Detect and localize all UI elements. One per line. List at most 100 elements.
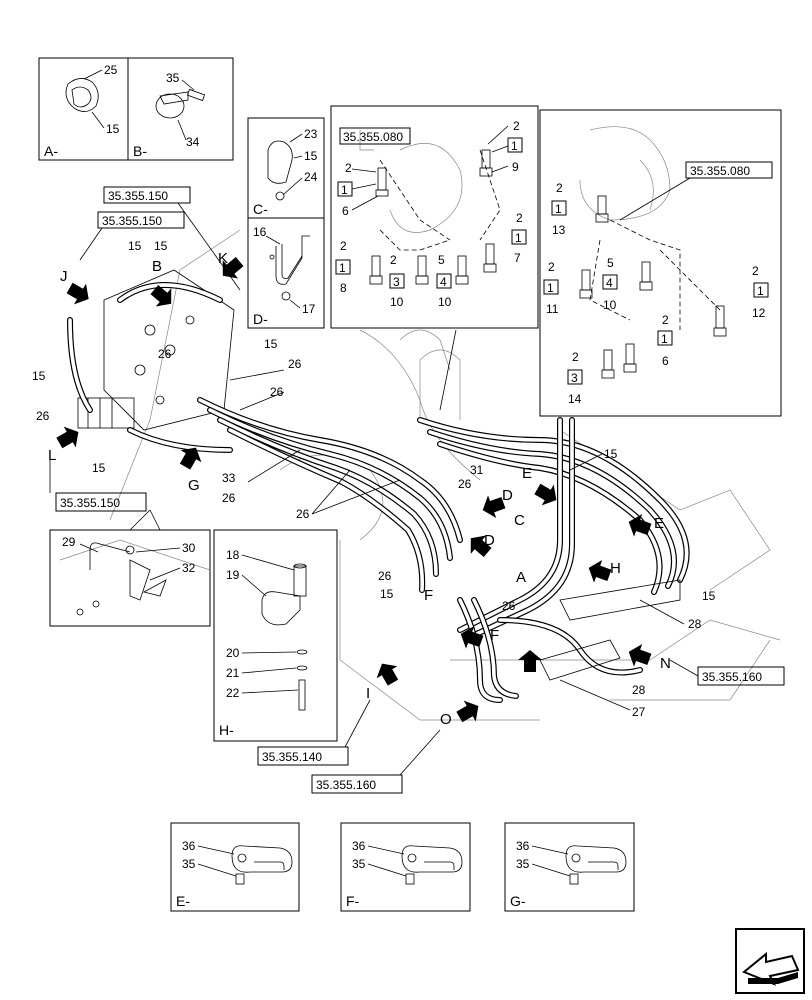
svg-text:14: 14 [568,392,582,406]
arrow-icon [56,426,79,449]
detail-d-label: D- [253,311,268,327]
detail-bracket: 29 30 32 [49,509,211,627]
detail-b-label: B- [133,143,147,159]
arrow-icon [376,663,399,686]
bolt-icon [186,88,206,102]
fitting-6 [375,167,389,197]
detail-h-label: H- [219,722,234,738]
svg-text:26: 26 [158,347,172,361]
svg-text:D: D [484,532,495,549]
arrow-icon [460,626,484,649]
svg-text:L: L [48,447,56,464]
svg-text:I: I [366,685,370,702]
svg-text:F: F [424,587,433,604]
detail-d: 16 17 D- [247,217,325,329]
part-35: 35 [166,71,180,85]
svg-text:36: 36 [182,839,196,853]
svg-text:15: 15 [92,461,106,475]
svg-text:15: 15 [264,337,278,351]
plate-28a [559,579,681,621]
arrow-icon [222,256,244,279]
svg-text:35: 35 [182,857,196,871]
connector-detail-1: 35.355.080 2 1 6 2 1 9 2 1 8 [330,105,539,329]
reference-35-355-150-b: 35.355.150 [102,214,162,228]
svg-text:H: H [610,560,621,577]
svg-text:18: 18 [226,548,240,562]
detail-a: 25 15 A- [38,57,129,161]
svg-text:3: 3 [571,371,578,385]
detail-f: 36 35 F- [340,822,471,912]
svg-text:1: 1 [341,183,348,197]
svg-text:4: 4 [440,275,447,289]
detail-a-label: A- [44,143,58,159]
svg-text:31: 31 [470,463,484,477]
svg-text:A: A [516,569,526,586]
svg-text:7: 7 [514,251,521,265]
svg-text:2: 2 [752,264,759,278]
svg-text:1: 1 [515,231,522,245]
fitting-10b [455,255,469,285]
svg-text:2: 2 [516,211,523,225]
svg-text:K: K [218,250,228,267]
svg-text:15: 15 [154,239,168,253]
detail-g-frame [504,822,635,912]
svg-text:29: 29 [62,535,76,549]
svg-text:27: 27 [632,705,646,719]
bracket-shape [275,235,310,285]
manifold [77,397,135,429]
svg-text:15: 15 [702,589,716,603]
navigation-arrow-icon[interactable] [735,928,805,994]
part-16: 16 [253,225,267,239]
arrow-icon [66,282,89,305]
svg-text:26: 26 [288,357,302,371]
arrow-icon [456,700,479,723]
fitting-7 [483,243,497,273]
part-15-c: 15 [304,149,318,163]
svg-text:E: E [654,515,664,532]
arrow-icon [482,495,506,518]
part-25: 25 [104,63,118,77]
svg-text:13: 13 [552,223,566,237]
fitting-9 [479,149,493,177]
svg-text:2: 2 [572,350,579,364]
svg-text:A: A [526,651,536,668]
svg-text:12: 12 [752,306,766,320]
fitting-11 [579,269,593,299]
svg-text:11: 11 [546,302,559,316]
fitting-10a [415,255,429,285]
svg-text:2: 2 [513,119,520,133]
svg-text:1: 1 [511,139,518,153]
machine-outline [109,229,781,721]
svg-text:D: D [502,487,513,504]
clamp-shape-h [261,591,301,626]
svg-text:8: 8 [340,281,347,295]
svg-text:1: 1 [555,202,562,216]
detail-g: 36 35 G- [504,822,635,912]
part-23: 23 [304,127,318,141]
svg-text:N: N [660,655,671,672]
svg-text:30: 30 [182,541,196,555]
connector-detail-2-frame [539,109,782,417]
part-15: 15 [106,122,120,136]
svg-text:5: 5 [438,253,445,267]
svg-text:1: 1 [547,281,554,295]
reference-35-355-080-b: 35.355.080 [690,164,750,178]
arrow-icon [150,284,172,307]
arrow-icon [179,447,202,470]
svg-text:O: O [440,711,452,728]
part-34: 34 [186,135,200,149]
detail-e-frame [170,822,300,912]
svg-text:2: 2 [345,161,352,175]
detail-f-label: F- [346,893,360,909]
hose-bundle [67,282,690,703]
svg-text:G: G [188,477,200,494]
svg-text:E: E [522,465,532,482]
svg-text:15: 15 [380,587,394,601]
svg-text:1: 1 [757,284,764,298]
detail-c: 23 15 24 C- [247,117,325,219]
svg-text:10: 10 [438,295,452,309]
svg-text:C: C [514,512,525,529]
arrow-icon [628,514,652,537]
arrow-icon [518,650,542,672]
